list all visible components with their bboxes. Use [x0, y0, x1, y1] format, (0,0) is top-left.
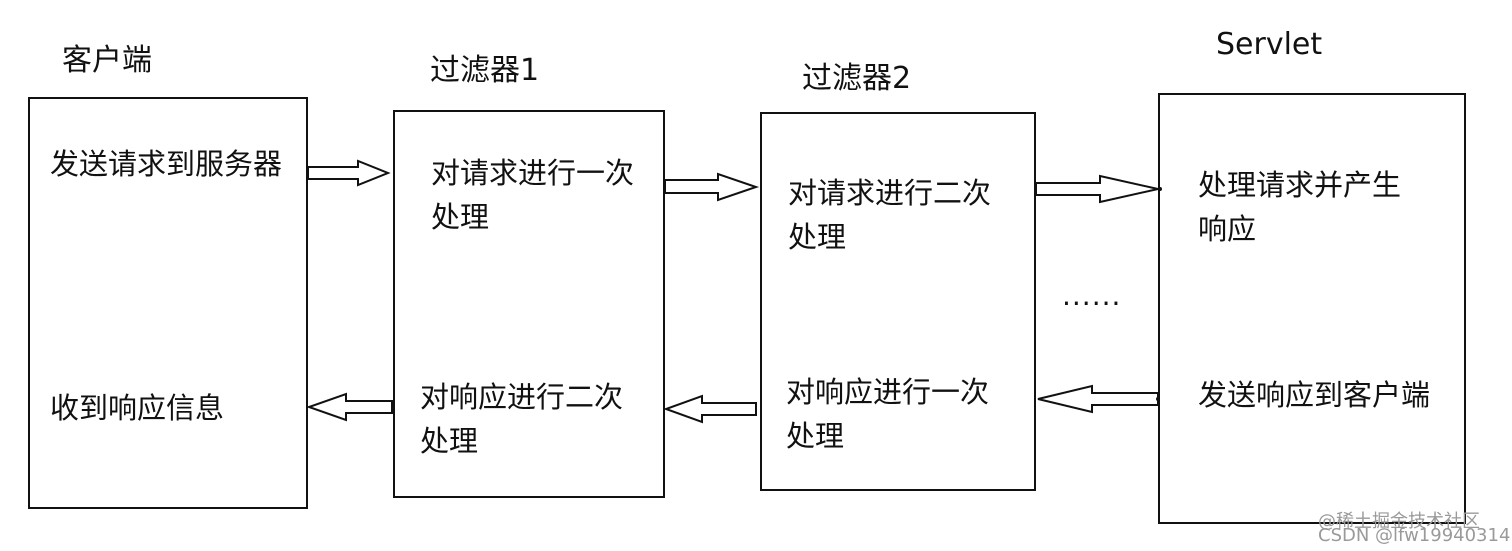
arrow-response-servlet-to-filter2: [1037, 384, 1159, 414]
servlet-process-line2: 响应: [1198, 211, 1257, 246]
filter1-response-line1: 对响应进行二次: [420, 380, 624, 414]
filter2-box: [760, 112, 1036, 491]
servlet-process-line1: 处理请求并产生: [1198, 168, 1402, 202]
filter2-request-text: 对请求进行二次 处理: [788, 172, 991, 259]
client-title: 客户端: [62, 43, 152, 78]
watermark-community: @稀土掘金技术社区: [1318, 511, 1480, 532]
filter1-response-line2: 处理: [420, 423, 479, 458]
filter1-request-text: 对请求进行一次 处理: [431, 152, 634, 239]
servlet-send-response-text: 发送响应到客户端: [1198, 378, 1431, 412]
client-receive-response-text: 收到响应信息: [50, 391, 225, 425]
arrow-response-filter1-to-client: [305, 392, 393, 422]
filter2-request-line1: 对请求进行二次: [788, 176, 992, 210]
filter1-request-line1: 对请求进行一次: [431, 156, 635, 190]
filter1-request-line2: 处理: [431, 199, 490, 234]
servlet-process-text: 处理请求并产生 响应: [1198, 164, 1401, 251]
arrow-tip-dot-servlet-in: [1158, 187, 1162, 191]
filter2-title: 过滤器2: [802, 61, 912, 96]
filter1-response-text: 对响应进行二次 处理: [420, 376, 623, 463]
arrow-request-filter2-to-servlet: [1035, 174, 1159, 204]
arrow-tip-dot-servlet-out: [1156, 397, 1160, 401]
filter2-response-line2: 处理: [786, 418, 845, 453]
servlet-title: Servlet: [1216, 27, 1323, 62]
arrow-request-filter1-to-filter2: [664, 172, 760, 202]
filter1-title: 过滤器1: [430, 53, 540, 88]
filter2-response-line1: 对响应进行一次: [786, 375, 990, 409]
arrow-response-filter2-to-filter1: [663, 394, 757, 424]
client-send-request-text: 发送请求到服务器: [50, 147, 283, 181]
filter2-request-line2: 处理: [788, 219, 847, 254]
servlet-box: [1158, 93, 1466, 524]
filter2-response-text: 对响应进行一次 处理: [786, 371, 989, 458]
arrow-request-client-to-filter1: [307, 159, 391, 187]
ellipsis-more-filters: ......: [1062, 279, 1122, 312]
watermark-csdn: CSDN @lfw19940314: [1318, 525, 1511, 546]
client-box: [28, 97, 308, 509]
filter1-box: [393, 110, 665, 498]
